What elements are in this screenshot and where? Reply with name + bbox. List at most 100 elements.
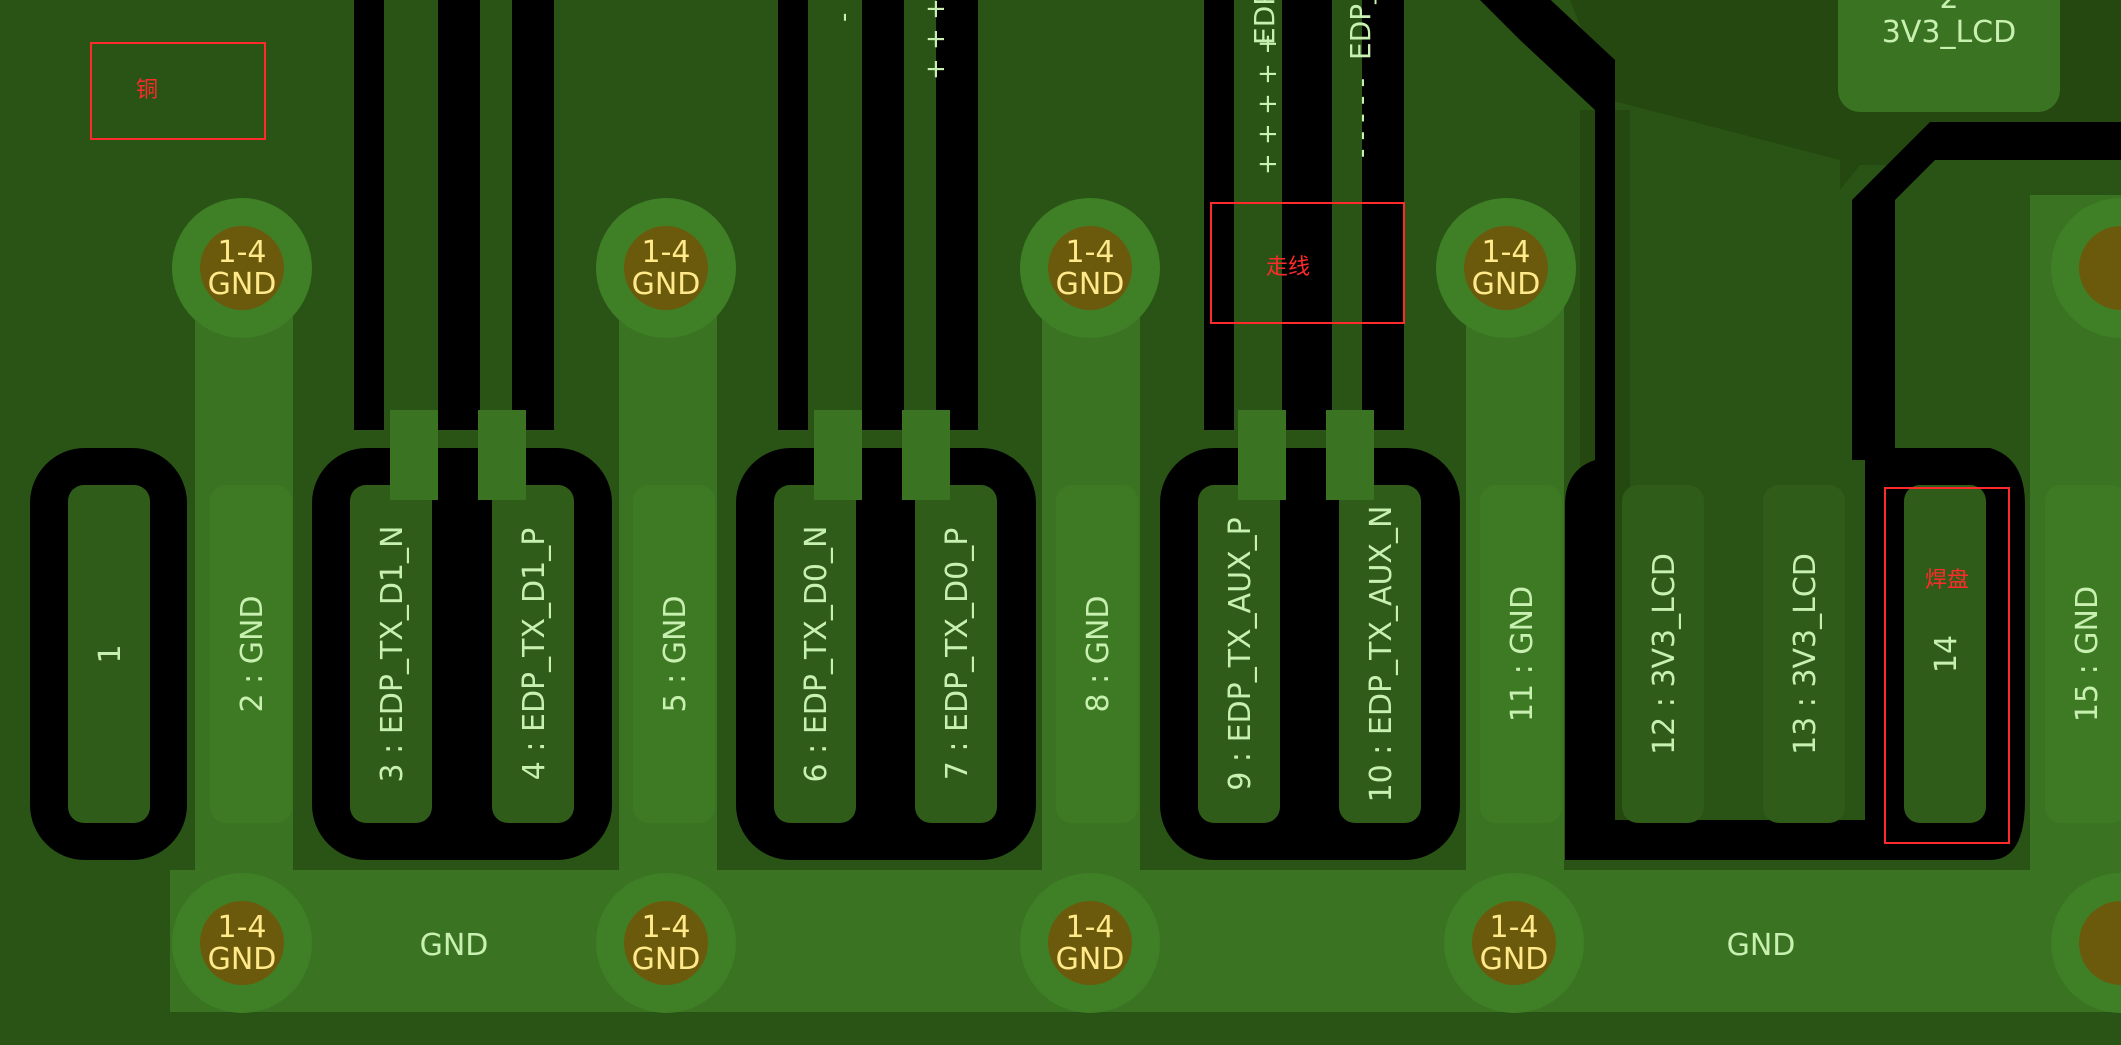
pad-label-13: 13 : 3V3_LCD <box>1788 553 1823 755</box>
pad-necks <box>390 410 1374 500</box>
trace-channel-d0n <box>778 0 808 430</box>
via-layer-label: 1-4 <box>642 235 691 270</box>
neck-7 <box>902 410 950 500</box>
neck-10 <box>1326 410 1374 500</box>
via-hole <box>1048 226 1132 310</box>
pad-4[interactable] <box>492 485 574 823</box>
neck-4 <box>478 410 526 500</box>
net-label-gnd-right: GND <box>1727 928 1796 963</box>
annotation-label: 焊盘 <box>1925 568 1969 593</box>
pad-label-7: 7 : EDP_TX_D0_P <box>940 528 975 781</box>
pad-label-9: 9 : EDP_TX_AUX_P <box>1223 517 1258 790</box>
trace-edp-tx-d1-n[interactable] <box>384 0 438 410</box>
pad-3[interactable] <box>350 485 432 823</box>
via-net-label: GND <box>1056 942 1125 977</box>
pad-14[interactable] <box>1904 485 1986 823</box>
trace-edp-tx-d0-n[interactable] <box>808 0 862 410</box>
pour-3v3-lcd <box>1838 0 2060 112</box>
via[interactable]: 1-4 GND <box>1444 873 1584 1013</box>
pad-label-11: 11 : GND <box>1505 586 1540 722</box>
pad-label-10: 10 : EDP_TX_AUX_N <box>1364 506 1399 803</box>
pad-label-1: 1 <box>93 644 128 663</box>
via-partial[interactable] <box>2051 873 2121 1013</box>
neck-6 <box>814 410 862 500</box>
pad-label-12: 12 : 3V3_LCD <box>1647 553 1682 755</box>
via-hole <box>2079 226 2121 310</box>
pad-label-3: 3 : EDP_TX_D1_N <box>375 526 410 783</box>
via[interactable]: 1-4 GND <box>596 198 736 338</box>
via-layer-label: 1-4 <box>1066 235 1115 270</box>
via-hole <box>1048 901 1132 985</box>
pad-10[interactable] <box>1339 485 1421 823</box>
trace-edp-tx-aux-p[interactable] <box>1234 0 1282 410</box>
via[interactable]: 1-4 GND <box>1436 198 1576 338</box>
pad-8[interactable] <box>1056 485 1138 823</box>
pad-label-8: 8 : GND <box>1081 595 1116 712</box>
pad-12[interactable] <box>1622 485 1704 823</box>
pad-label-6: 6 : EDP_TX_D0_N <box>799 526 834 783</box>
via-net-label: GND <box>1472 267 1541 302</box>
pad-label-2: 2 : GND <box>235 595 270 712</box>
polarity-plus-aux: + + + + + <box>1253 33 1283 175</box>
clearance-3v3-top <box>1852 122 2121 460</box>
via-net-label: GND <box>1056 267 1125 302</box>
via-net-label: GND <box>632 942 701 977</box>
via[interactable]: 1-4 GND <box>596 873 736 1013</box>
trace-label-edp-2: EDP_ <box>1344 0 1377 60</box>
via-hole <box>1464 226 1548 310</box>
trace-edp-tx-aux-n[interactable] <box>1332 0 1362 410</box>
pad-7[interactable] <box>915 485 997 823</box>
polarity-minus-d0: - <box>829 13 859 22</box>
via-partial[interactable] <box>2051 198 2121 338</box>
pad-11[interactable] <box>1480 485 1562 823</box>
via-net-label: GND <box>1480 942 1549 977</box>
trace-channel-auxp <box>1204 0 1234 430</box>
polarity-plus-d0: + + + + <box>921 0 951 80</box>
net-label-3v3-num: 2 <box>1939 0 1958 16</box>
via[interactable]: 1-4 GND <box>1020 873 1160 1013</box>
annotation-label: 走线 <box>1266 255 1310 280</box>
trace-channel-d1n <box>354 0 384 430</box>
via-row-bottom: 1-4 GND 1-4 GND 1-4 GND 1-4 GND <box>172 873 2121 1013</box>
annotation-trace: 走线 <box>1210 202 1405 324</box>
neck-3 <box>390 410 438 500</box>
neck-9 <box>1238 410 1286 500</box>
clearance-3v3-region <box>1480 0 2025 860</box>
trace-edp-tx-d1-p[interactable] <box>480 0 512 410</box>
via-hole <box>624 901 708 985</box>
pad-label-15: 15 : GND <box>2070 586 2105 722</box>
via-net-label: GND <box>632 267 701 302</box>
via-layer-label: 1-4 <box>218 235 267 270</box>
via-row-top: 1-4 GND 1-4 GND 1-4 GND 1-4 GND <box>172 198 2121 338</box>
pad-9[interactable] <box>1198 485 1280 823</box>
pad-label-5: 5 : GND <box>658 595 693 712</box>
via-layer-label: 1-4 <box>1482 235 1531 270</box>
via-hole <box>1472 901 1556 985</box>
via[interactable]: 1-4 GND <box>172 873 312 1013</box>
via[interactable]: 1-4 GND <box>1020 198 1160 338</box>
pad-label-14: 14 <box>1929 635 1964 673</box>
via-layer-label: 1-4 <box>1490 910 1539 945</box>
pad-5[interactable] <box>633 485 715 823</box>
via-hole <box>200 901 284 985</box>
pad-6[interactable] <box>774 485 856 823</box>
pad-row <box>68 485 2121 823</box>
via-hole <box>624 226 708 310</box>
pad-2[interactable] <box>210 485 292 823</box>
annotation-label: 铜 <box>136 78 158 103</box>
via-net-label: GND <box>208 942 277 977</box>
annotation-box <box>1210 202 1405 324</box>
net-label-3v3-lcd: 3V3_LCD <box>1882 15 2016 50</box>
annotation-box <box>90 42 266 140</box>
pad-15[interactable] <box>2045 485 2121 823</box>
via[interactable]: 1-4 GND <box>172 198 312 338</box>
pad-1[interactable] <box>68 485 150 823</box>
via-hole <box>2079 901 2121 985</box>
polarity-minus-aux: - - - - - <box>1347 78 1377 158</box>
trace-edp-tx-d0-p[interactable] <box>904 0 936 410</box>
annotation-pad: 焊盘 <box>1884 487 2010 844</box>
pad-labels: 1 2 : GND 3 : EDP_TX_D1_N 4 : EDP_TX_D1_… <box>93 506 2105 803</box>
pad-13[interactable] <box>1763 485 1845 823</box>
